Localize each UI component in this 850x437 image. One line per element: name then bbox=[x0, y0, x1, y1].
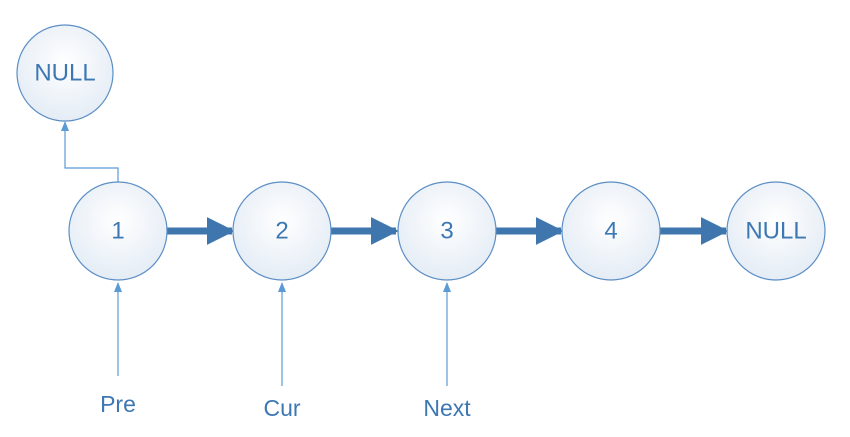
node-label: NULL bbox=[34, 60, 95, 87]
node-label: NULL bbox=[745, 218, 806, 245]
node-circle bbox=[397, 181, 497, 281]
node-circle bbox=[68, 181, 168, 281]
pointer-label-pre: Pre bbox=[100, 391, 136, 417]
node-null-end: NULL bbox=[726, 181, 826, 281]
node-circle bbox=[16, 24, 114, 122]
node-4: 4 bbox=[561, 181, 661, 281]
node-3: 3 bbox=[397, 181, 497, 281]
node-1: 1 bbox=[68, 181, 168, 281]
node-label: 4 bbox=[604, 218, 617, 245]
node-label: 3 bbox=[440, 218, 453, 245]
node-circle bbox=[232, 181, 332, 281]
pointer-label-cur: Cur bbox=[263, 395, 300, 421]
node-2: 2 bbox=[232, 181, 332, 281]
node-label: 2 bbox=[275, 218, 288, 245]
pointer-label-next: Next bbox=[423, 395, 471, 421]
node-label: 1 bbox=[111, 218, 124, 245]
edge-node1-to-null-top bbox=[61, 121, 119, 183]
node-circle bbox=[726, 181, 826, 281]
node-circle bbox=[561, 181, 661, 281]
node-null-top: NULL bbox=[16, 24, 114, 122]
